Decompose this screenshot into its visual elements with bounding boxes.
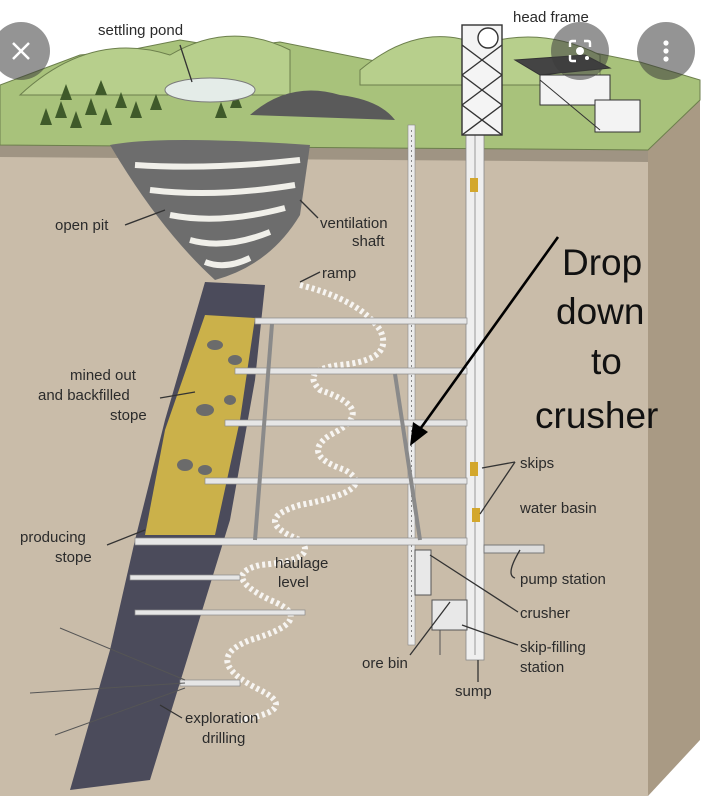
more-options-button[interactable]: [637, 22, 695, 80]
ground-side: [648, 100, 700, 796]
label-skip-filling: skip-filling: [520, 639, 586, 656]
label-ore-bin: ore bin: [362, 655, 408, 672]
trees: [40, 80, 242, 128]
close-icon: [12, 42, 30, 60]
label-stope: stope: [110, 407, 147, 424]
head-frame-shape: [461, 24, 503, 136]
settling-pond-shape: [164, 77, 256, 103]
label-level: level: [278, 574, 309, 591]
crusher-shape: [414, 549, 468, 655]
lens-button[interactable]: [551, 22, 609, 80]
annotation-arrowhead: [410, 422, 428, 446]
raises: [253, 323, 422, 541]
close-button[interactable]: [0, 22, 50, 80]
label-settling-pond: settling pond: [98, 22, 183, 39]
label-water-basin: water basin: [519, 500, 597, 517]
label-producing: producing: [20, 529, 86, 546]
annotation-line-3: to: [591, 341, 622, 382]
lens-icon: [568, 39, 592, 63]
annotation-arrow-line: [416, 236, 560, 433]
label-open-pit: open pit: [55, 217, 109, 234]
label-drilling: drilling: [202, 730, 245, 747]
label-sump: sump: [455, 683, 492, 700]
label-mined-out: mined out: [70, 367, 137, 384]
label-head-frame: head frame: [513, 9, 589, 26]
pit-benches: [134, 157, 301, 269]
label-shaft: shaft: [352, 233, 385, 250]
open-pit-shape: [110, 140, 310, 280]
label-ramp: ramp: [322, 265, 356, 282]
water-basin-shape: [483, 544, 545, 554]
label-skips: skips: [520, 455, 554, 472]
ramp-path: [224, 282, 387, 723]
levels: [129, 317, 468, 687]
skip-top: [470, 178, 478, 192]
waste-pile: [250, 90, 395, 120]
exploration-drill-lines: [29, 627, 186, 736]
label-pump-station: pump station: [520, 571, 606, 588]
label-haulage: haulage: [275, 555, 328, 572]
more-vertical-icon: [663, 40, 669, 62]
label-exploration: exploration: [185, 710, 258, 727]
annotation-line-4: crusher: [535, 395, 658, 436]
leader-lines: [106, 44, 521, 719]
skip-lower: [472, 508, 480, 522]
label-producing-stope: stope: [55, 549, 92, 566]
annotation-line-2: down: [556, 291, 644, 332]
label-ventilation: ventilation: [320, 215, 388, 232]
backfilled-stope: [145, 315, 255, 535]
label-crusher: crusher: [520, 605, 570, 622]
annotation-line-1: Drop: [562, 242, 642, 283]
label-and-backfilled: and backfilled: [38, 387, 130, 404]
stope-voids: [177, 340, 242, 475]
label-station: station: [520, 659, 564, 676]
skip-upper: [470, 462, 478, 476]
